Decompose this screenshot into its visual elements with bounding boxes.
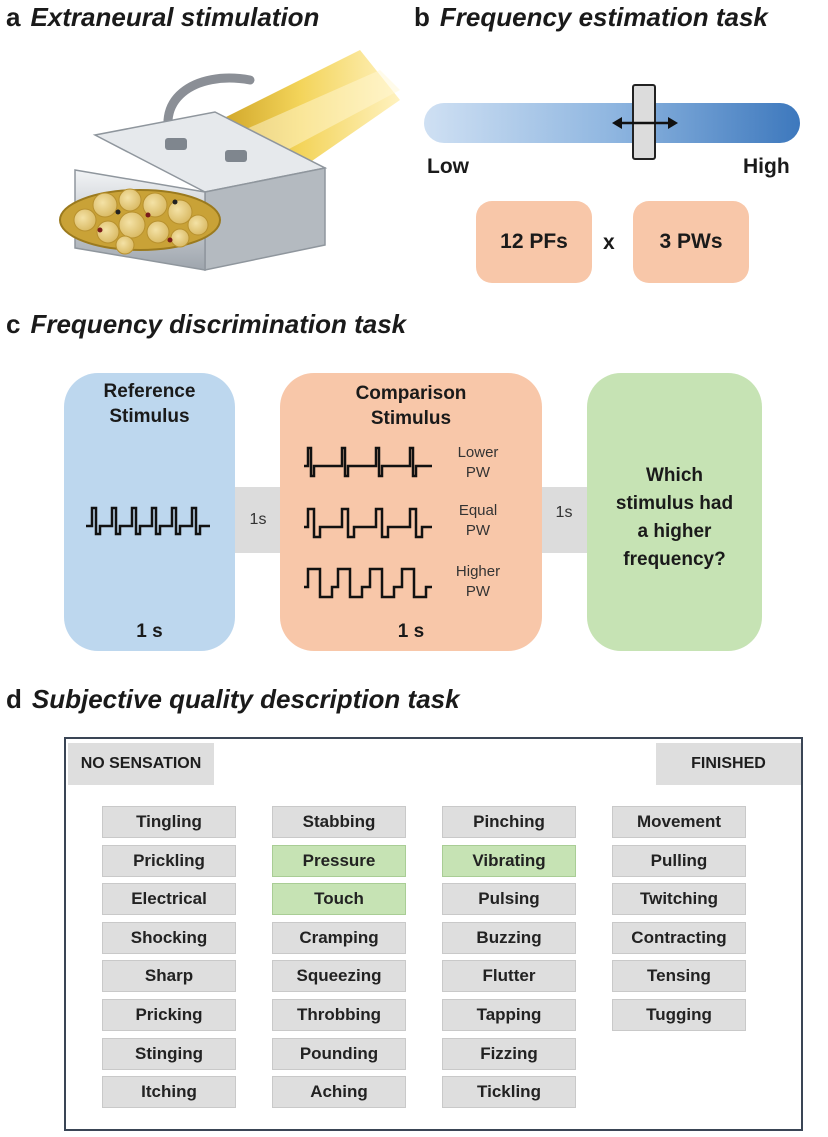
low-label: Low xyxy=(427,155,469,178)
descriptor-shocking-button[interactable]: Shocking xyxy=(102,921,236,954)
descriptor-pulsing-button[interactable]: Pulsing xyxy=(442,883,576,916)
finished-button[interactable]: FINISHED xyxy=(656,743,801,785)
descriptor-electrical-button[interactable]: Electrical xyxy=(102,883,236,916)
pulse-widths-box: 3 PWs xyxy=(633,201,749,283)
descriptor-itching-button[interactable]: Itching xyxy=(102,1076,236,1109)
descriptor-pricking-button[interactable]: Pricking xyxy=(102,999,236,1031)
cuff-electrode-illustration xyxy=(59,50,400,271)
reference-duration: 1 s xyxy=(136,621,163,642)
interval-connector-1 xyxy=(233,487,283,553)
reference-title: Reference Stimulus xyxy=(103,381,196,427)
descriptor-prickling-button[interactable]: Prickling xyxy=(102,844,236,877)
interval-1-label: 1s xyxy=(249,511,267,528)
descriptor-sharp-button[interactable]: Sharp xyxy=(102,960,236,993)
descriptor-tingling-button[interactable]: Tingling xyxy=(102,806,236,838)
double-arrow-icon xyxy=(612,117,678,129)
descriptor-fizzing-button[interactable]: Fizzing xyxy=(442,1037,576,1070)
descriptor-movement-button[interactable]: Movement xyxy=(612,806,746,838)
equal-pw-label: Equal PW xyxy=(458,502,498,539)
descriptor-tugging-button[interactable]: Tugging xyxy=(612,999,746,1031)
pulse-frequencies-box: 12 PFs xyxy=(476,201,592,283)
descriptor-tensing-button[interactable]: Tensing xyxy=(612,960,746,993)
descriptor-tapping-button[interactable]: Tapping xyxy=(442,999,576,1031)
descriptor-aching-button[interactable]: Aching xyxy=(272,1076,406,1109)
higher-pw-label: Higher PW xyxy=(455,563,501,600)
descriptor-flutter-button[interactable]: Flutter xyxy=(442,960,576,993)
descriptor-tickling-button[interactable]: Tickling xyxy=(442,1076,576,1109)
descriptor-pressure-button[interactable]: Pressure xyxy=(272,844,406,877)
lower-pw-label: Lower PW xyxy=(457,444,499,481)
comparison-duration: 1 s xyxy=(397,621,425,642)
descriptor-contracting-button[interactable]: Contracting xyxy=(612,921,746,954)
multiply-sign: x xyxy=(603,231,615,254)
high-label: High xyxy=(743,155,790,178)
descriptor-twitching-button[interactable]: Twitching xyxy=(612,883,746,916)
lower-pw-waveform xyxy=(304,446,432,478)
descriptor-squeezing-button[interactable]: Squeezing xyxy=(272,960,406,993)
descriptor-pinching-button[interactable]: Pinching xyxy=(442,806,576,838)
comparison-title: Comparison Stimulus xyxy=(355,383,467,429)
descriptor-cramping-button[interactable]: Cramping xyxy=(272,921,406,954)
descriptor-stabbing-button[interactable]: Stabbing xyxy=(272,806,406,838)
descriptor-pulling-button[interactable]: Pulling xyxy=(612,844,746,877)
descriptor-buzzing-button[interactable]: Buzzing xyxy=(442,921,576,954)
equal-pw-waveform xyxy=(304,507,432,539)
descriptor-stinging-button[interactable]: Stinging xyxy=(102,1037,236,1070)
question-text: Which stimulus had a higher frequency? xyxy=(615,465,734,570)
descriptor-throbbing-button[interactable]: Throbbing xyxy=(272,999,406,1031)
descriptor-pounding-button[interactable]: Pounding xyxy=(272,1037,406,1070)
interval-2-label: 1s xyxy=(555,504,573,521)
reference-waveform xyxy=(86,506,210,536)
descriptor-touch-button[interactable]: Touch xyxy=(272,883,406,916)
question-box xyxy=(587,373,762,651)
interval-connector-2 xyxy=(539,487,589,553)
descriptor-vibrating-button[interactable]: Vibrating xyxy=(442,844,576,877)
higher-pw-waveform xyxy=(304,567,432,599)
no-sensation-button[interactable]: NO SENSATION xyxy=(68,743,214,785)
